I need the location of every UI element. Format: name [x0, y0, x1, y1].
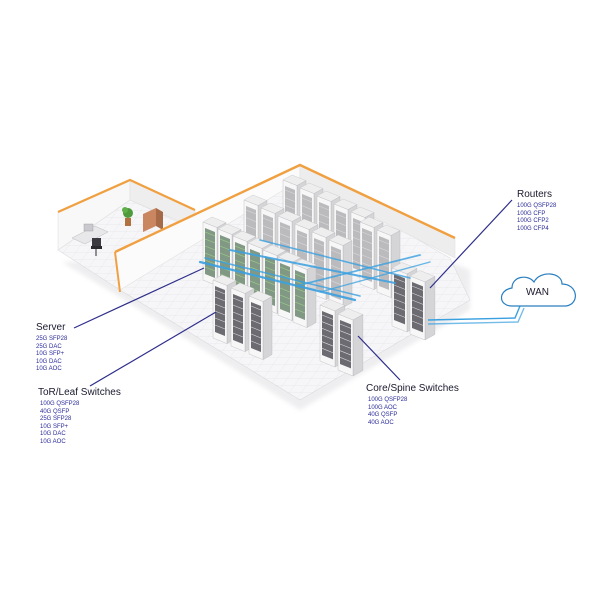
divider-wall-edge — [114, 251, 121, 293]
routers-spec: 100G QSFP28 — [517, 203, 557, 209]
datacenter-wall-top — [114, 163, 456, 254]
server-spec: 10G SFP+ — [36, 351, 65, 358]
office-plant — [122, 207, 133, 226]
wan-label: WAN — [526, 287, 549, 298]
routers-spec: 100G CFP4 — [517, 225, 549, 232]
tor-leaf-specs: 100G QSFP28 40G QSFP 25G SFP28 10G SFP+ … — [40, 401, 79, 447]
tor-leaf-spec: 40G QSFP — [40, 408, 70, 415]
core-spine-specs: 100G QSFP28 100G AOC 40G QSFP 40G AOC — [368, 397, 407, 427]
leader-tor — [89, 311, 217, 387]
core-spine-spec: 40G QSFP — [368, 412, 398, 419]
tor-leaf-spec: 10G AOC — [40, 438, 66, 445]
rack — [328, 234, 353, 308]
tor-leaf-spec: 10G SFP+ — [40, 423, 69, 430]
server-spec: 10G AOC — [36, 366, 62, 373]
tor-leaf-spec: 100G QSFP28 — [40, 401, 80, 407]
leader-routers — [429, 199, 513, 289]
tor-leaf-spec: 10G DAC — [40, 431, 66, 438]
tor-leaf-title: ToR/Leaf Switches — [38, 387, 121, 398]
server-title: Server — [36, 322, 66, 333]
server-spec: 25G DAC — [36, 343, 62, 350]
server-rack — [292, 258, 317, 328]
core-spine-title: Core/Spine Switches — [366, 383, 459, 394]
office-desk — [71, 223, 109, 245]
routers-specs: 100G QSFP28 100G CFP 100G CFP2 100G CFP4 — [517, 203, 556, 233]
office-chair — [91, 238, 102, 256]
office-wall-top — [57, 178, 196, 214]
switch-rack — [409, 270, 436, 341]
routers-spec: 100G CFP — [517, 210, 546, 217]
core-spine-spec: 100G AOC — [368, 404, 398, 411]
leader-server — [73, 267, 205, 329]
switch-rack — [391, 262, 418, 333]
wan-link — [427, 305, 525, 325]
leader-lines — [73, 199, 513, 387]
routers-title: Routers — [517, 189, 553, 200]
core-spine-spec: 40G AOC — [368, 419, 394, 426]
routers-spec: 100G CFP2 — [517, 218, 549, 225]
server-spec: 25G SFP28 — [36, 336, 68, 342]
tor-leaf-spec: 25G SFP28 — [40, 416, 72, 423]
server-specs: 25G SFP28 25G DAC 10G SFP+ 10G DAC 10G A… — [36, 336, 67, 374]
core-spine-spec: 100G QSFP28 — [368, 397, 408, 403]
leader-core — [357, 335, 401, 381]
wan-cloud — [500, 273, 576, 307]
server-spec: 10G DAC — [36, 358, 62, 365]
office-cabinet — [143, 208, 163, 232]
cable-bundle — [198, 239, 431, 302]
switch-rack — [248, 290, 273, 360]
switch-rack — [337, 308, 364, 377]
